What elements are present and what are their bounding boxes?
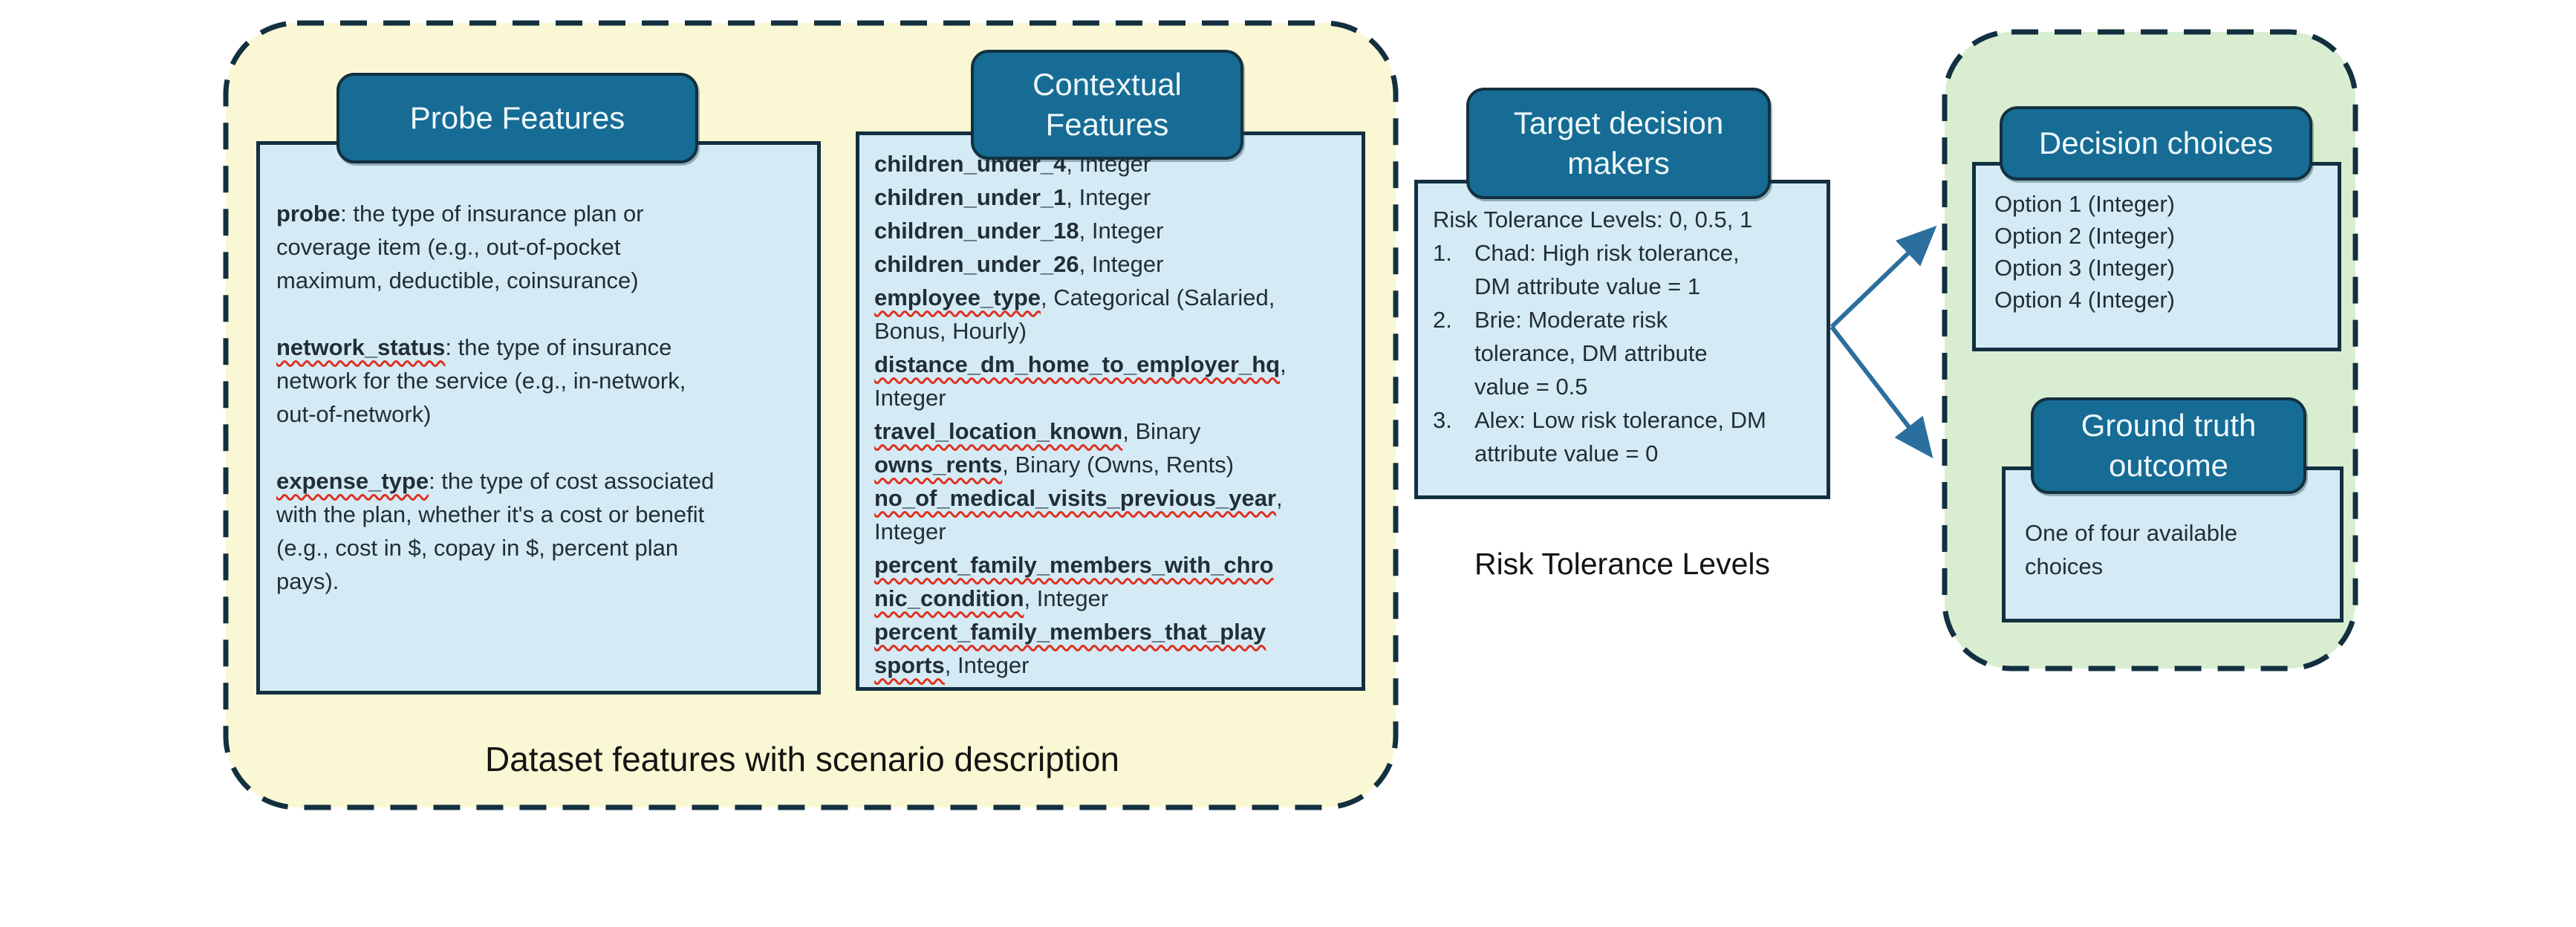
contextual-feature-line: sports, Integer bbox=[874, 652, 1030, 678]
decision-maker-item: 1.Chad: High risk tolerance, DM attribut… bbox=[1433, 240, 1740, 299]
contextual-features-panel: children_under_4, Integer children_under_… bbox=[856, 131, 1365, 691]
target-decision-makers-header: Target decision makers bbox=[1466, 88, 1771, 199]
contextual-feature-line: employee_type, Categorical (Salaried, bbox=[874, 284, 1275, 310]
contextual-feature-line: children_under_26, Integer bbox=[874, 251, 1164, 277]
contextual-lines: children_under_4, Integer children_under_… bbox=[874, 147, 1350, 682]
probe-features-panel: probe: the type of insurance plan or cov… bbox=[256, 141, 821, 695]
ground-truth-header: Ground truth outcome bbox=[2031, 397, 2306, 494]
probe-feature-paragraph: network_status: the type of insurance ne… bbox=[276, 334, 686, 427]
contextual-feature-line: nic_condition, Integer bbox=[874, 585, 1109, 611]
contextual-feature-line: percent_family_members_that_play bbox=[874, 619, 1266, 645]
arrow-to-ground-truth bbox=[1829, 325, 1933, 459]
risk-tolerance-caption: Risk Tolerance Levels bbox=[1474, 547, 1771, 581]
contextual-feature-line: percent_family_members_with_chro bbox=[874, 552, 1274, 578]
contextual-feature-line: travel_location_known, Binary bbox=[874, 418, 1201, 444]
contextual-feature-line: Bonus, Hourly) bbox=[874, 318, 1027, 344]
dataset-group-caption: Dataset features with scenario descripti… bbox=[485, 740, 1119, 778]
target-decision-makers-panel: Risk Tolerance Levels: 0, 0.5, 1 1.Chad:… bbox=[1414, 180, 1830, 499]
contextual-feature-line: Integer bbox=[874, 518, 946, 544]
probe-feature-paragraph: expense_type: the type of cost associate… bbox=[276, 468, 715, 594]
arrow-to-decision-choices bbox=[1829, 225, 1937, 329]
decision-choices-panel: Option 1 (Integer) Option 2 (Integer) Opti… bbox=[1972, 162, 2341, 351]
contextual-feature-line: distance_dm_home_to_employer_hq, bbox=[874, 351, 1287, 377]
contextual-features-header: Contextual Features bbox=[971, 50, 1243, 160]
contextual-feature-line: children_under_1, Integer bbox=[874, 184, 1151, 210]
decision-option: Option 2 (Integer) bbox=[1994, 223, 2175, 249]
decision-maker-item: 2.Brie: Moderate risk tolerance, DM attr… bbox=[1433, 307, 1708, 400]
risk-tolerance-intro: Risk Tolerance Levels: 0, 0.5, 1 bbox=[1433, 206, 1753, 232]
contextual-feature-line: no_of_medical_visits_previous_year, bbox=[874, 485, 1283, 511]
contextual-feature-line: children_under_4, Integer bbox=[874, 151, 1151, 177]
ground-truth-text: One of four available choices bbox=[2025, 520, 2238, 579]
decision-option: Option 3 (Integer) bbox=[1994, 255, 2175, 281]
contextual-feature-line: children_under_18, Integer bbox=[874, 218, 1164, 244]
decision-option: Option 1 (Integer) bbox=[1994, 191, 2175, 217]
decision-maker-list: 1.Chad: High risk tolerance, DM attribut… bbox=[1433, 236, 1812, 470]
contextual-feature-line: owns_rents, Binary (Owns, Rents) bbox=[874, 452, 1235, 478]
probe-features-header: Probe Features bbox=[336, 73, 698, 163]
decision-option: Option 4 (Integer) bbox=[1994, 287, 2175, 313]
contextual-feature-line: Integer bbox=[874, 385, 946, 411]
decision-choices-header: Decision choices bbox=[2000, 106, 2312, 180]
probe-paragraphs: probe: the type of insurance plan or cov… bbox=[276, 197, 801, 598]
probe-feature-paragraph: probe: the type of insurance plan or cov… bbox=[276, 201, 644, 293]
decision-maker-item: 3.Alex: Low risk tolerance, DM attribute… bbox=[1433, 407, 1766, 466]
decision-options-list: Option 1 (Integer) Option 2 (Integer) Opti… bbox=[1994, 188, 2330, 316]
